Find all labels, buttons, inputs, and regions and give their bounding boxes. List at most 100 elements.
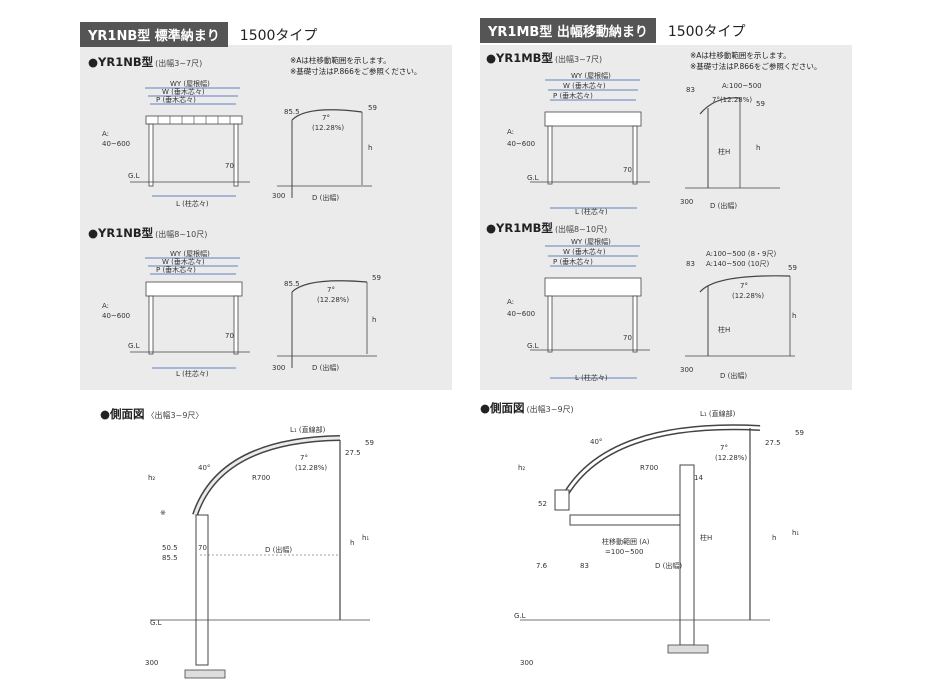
left-note-2: ※基礎寸法はP.866をご参照ください。	[290, 67, 422, 76]
r2-d-label: D (出幅)	[720, 371, 747, 380]
l1-label: L₁ (直線部)	[290, 425, 326, 434]
v505-label: 50.5	[162, 544, 178, 552]
left-side-view-1: 85.5 7° (12.28%) 59 h 300 D (出幅)	[272, 104, 377, 202]
r-side-gl: G.L	[514, 612, 526, 620]
r-v83-label: 83	[686, 86, 695, 94]
v855-label: 85.5	[284, 108, 300, 116]
left-panel	[80, 45, 452, 390]
left-header-type: 1500タイプ	[239, 27, 318, 44]
a-range: 40~600	[102, 140, 130, 148]
r-roof-frame	[544, 111, 642, 127]
r-v59-label: 59	[756, 100, 765, 108]
r2-v83-label: 83	[686, 260, 695, 268]
side-h-label: h	[350, 539, 354, 547]
p-label: P (垂木芯々)	[156, 95, 196, 104]
r2-a-range: 40~600	[507, 310, 535, 318]
r2-v300-label: 300	[680, 366, 693, 374]
right-header-type: 1500タイプ	[667, 23, 746, 40]
v275-label: 27.5	[345, 449, 361, 457]
r-side-h-label: h	[772, 534, 776, 542]
r-wy-label: WY (屋根幅)	[571, 71, 611, 80]
h-label: h	[368, 144, 372, 152]
h1-label: h₁	[362, 534, 369, 542]
r-side-chuh: 柱H	[700, 533, 712, 542]
r2-wy-label: WY (屋根幅)	[571, 237, 611, 246]
side-v300: 300	[145, 659, 158, 667]
r2-v59-label: 59	[788, 264, 797, 272]
r-r700-label: R700	[640, 464, 658, 472]
angle-label: 40°	[198, 464, 210, 472]
r-side-pitch: 7°	[720, 444, 728, 452]
r2-l-label: L (柱芯々)	[575, 373, 608, 382]
side-v855: 85.5	[162, 554, 178, 562]
wy-label: WY (屋根幅)	[170, 79, 210, 88]
r-v52-label: 52	[538, 500, 547, 508]
r2-h-label: h	[792, 312, 796, 320]
l-label-2: L (柱芯々)	[176, 369, 209, 378]
r2-a2-label: A:100~500 (8・9尺)	[706, 250, 776, 258]
r2-a3-label: A:140~500 (10尺)	[706, 260, 769, 268]
right-front-view-1: WY (屋根幅) W (垂木芯々) P (垂木芯々) A: 40~600 G.L…	[507, 71, 650, 216]
r-p-label: P (垂木芯々)	[553, 91, 593, 100]
right-note-1: ※Aは柱移動範囲を示します。	[690, 51, 791, 60]
d-label: D (出幅)	[312, 193, 339, 202]
right-side-detail: L₁ (直線部) 40° 7° (12.28%) R700 27.5 59 h₁…	[514, 409, 804, 667]
h-label-2: h	[372, 316, 376, 324]
left-diagram1-title: ●YR1NB型(出幅3~7尺)	[88, 55, 203, 69]
r2-roof-frame	[544, 277, 642, 297]
side-d-label: D (出幅)	[265, 545, 292, 554]
left-side-title: ●側面図〈出幅3~9尺〉	[100, 407, 204, 421]
r-l-label: L (柱芯々)	[575, 207, 608, 216]
right-side-title: ●側面図(出幅3~9尺)	[480, 401, 574, 415]
side-v59: 59	[365, 439, 374, 447]
r2-chuh-label: 柱H	[718, 325, 730, 334]
gl-label-2: G.L	[128, 342, 140, 350]
r-side-post	[679, 464, 695, 646]
gl-label: G.L	[128, 172, 140, 180]
v59-label-2: 59	[372, 274, 381, 282]
left-diagram2-title: ●YR1NB型(出幅8~10尺)	[88, 226, 208, 240]
r-angle-label: 40°	[590, 438, 602, 446]
r-v76-label: 7.6	[536, 562, 548, 570]
r-v300-label: 300	[680, 198, 693, 206]
right-notes: ※Aは柱移動範囲を示します。 ※基礎寸法はP.866をご参照ください。	[690, 50, 821, 72]
r2-pitch: 7°	[740, 282, 748, 290]
d-label-2: D (出幅)	[312, 363, 339, 372]
r-d-label: D (出幅)	[710, 201, 737, 210]
v855-label-2: 85.5	[284, 280, 300, 288]
r700-label: R700	[252, 474, 270, 482]
r-v275-label: 27.5	[765, 439, 781, 447]
wy-label-2: WY (屋根幅)	[170, 249, 210, 258]
right-diagram1-title: ●YR1MB型(出幅3~7尺)	[486, 51, 603, 65]
r-side-pitch-pct: (12.28%)	[715, 454, 747, 462]
left-front-view-1: WY (屋根幅) W (垂木芯々) P (垂木芯々) A: 40~600 G.L…	[102, 79, 250, 208]
right-diagram2-title: ●YR1MB型(出幅8~10尺)	[486, 221, 608, 235]
left-side-detail: L₁ (直線部) 40° 7° (12.28%) R700 27.5 59 h₁…	[145, 425, 374, 679]
r-w-label: W (垂木芯々)	[563, 81, 606, 90]
move-val-label: =100~500	[605, 548, 643, 556]
h2-label: h₂	[148, 474, 155, 482]
right-header: YR1MB型 出幅移動納まり 1500タイプ	[480, 18, 745, 43]
r-h2-label: h₂	[518, 464, 525, 472]
left-header: YR1NB型 標準納まり 1500タイプ	[80, 22, 317, 47]
l-label: L (柱芯々)	[176, 199, 209, 208]
r-v14-label: 14	[694, 474, 703, 482]
r-side-d-label: D (出幅)	[655, 561, 682, 570]
r-l1-label: L₁ (直線部)	[700, 409, 736, 418]
pitch-pct-2: (12.28%)	[317, 296, 349, 304]
left-front-view-2: WY (屋根幅) W (垂木芯々) P (垂木芯々) A: 40~600 G.L…	[102, 249, 250, 378]
left-notes: ※Aは柱移動範囲を示します。 ※基礎寸法はP.866をご参照ください。	[290, 55, 421, 77]
right-side-view-1: 83 A:100~500 7°(12.28%) 59 h 柱H D (出幅) 3…	[680, 82, 780, 210]
r-side-v59: 59	[795, 429, 804, 437]
r-h1-label: h₁	[792, 529, 799, 537]
w-label-2: W (垂木芯々)	[162, 257, 205, 266]
p-label-2: P (垂木芯々)	[156, 265, 196, 274]
side-gl: G.L	[150, 619, 162, 627]
w-label: W (垂木芯々)	[162, 87, 205, 96]
right-side-view-2: 83 A:100~500 (8・9尺) A:140~500 (10尺) 7° (…	[680, 250, 797, 380]
r-chuh-label: 柱H	[718, 147, 730, 156]
side-v70: 70	[198, 544, 207, 552]
post-right	[233, 123, 239, 187]
r-a-label: A:	[507, 128, 514, 136]
arm-beam	[569, 514, 691, 526]
